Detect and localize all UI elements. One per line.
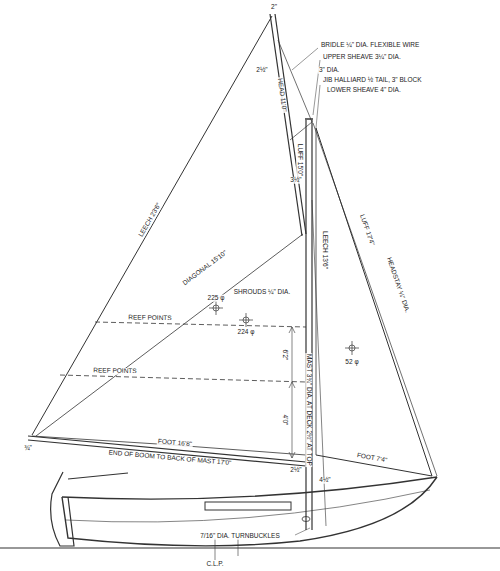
dimension-label: 4½"	[318, 477, 331, 484]
dimension-label: FOOT 16'8"	[157, 438, 194, 448]
dimension-label: ¾"	[23, 445, 33, 452]
dimension-label: LUFF 15'0"	[297, 143, 304, 177]
dimension-label: 2½"	[255, 67, 268, 74]
dimension-label: END OF BOOM TO BACK OF MAST 17'0"	[107, 449, 232, 466]
dimension-label: 2½"	[289, 467, 302, 474]
dimension-label: BRIDLE ¼" DIA. FLEXIBLE WIRE	[320, 42, 420, 49]
dimension-label: LEECH 13'6"	[322, 230, 329, 270]
dimension-label: REEF POINTS	[92, 367, 137, 374]
dimension-label: 6'2"	[282, 349, 289, 362]
dimension-label: SHROUDS ¼" DIA.	[233, 289, 292, 296]
dimension-label: 3" DIA.	[318, 67, 340, 74]
dimension-label: 7/16" DIA. TURNBUCKLES	[199, 533, 281, 540]
dimension-label: LOWER SHEAVE 4" DIA.	[326, 87, 402, 94]
dimension-label: 225 φ	[207, 295, 226, 302]
dimension-label: HEAD 11'0"	[276, 77, 287, 113]
dimension-label: 3½"	[289, 177, 302, 184]
dimension-label: 224 φ	[237, 329, 256, 336]
dimension-label: MAST 3¾" DIA. AT DECK 2½" AT TOP	[306, 353, 313, 467]
dimension-label: LEECH 23'6"	[137, 201, 163, 239]
dimension-label: 4'0"	[282, 414, 289, 427]
dimension-label: C.L.P.	[205, 561, 224, 568]
dimension-label: 2"	[270, 4, 278, 11]
dimension-label: DIAGONAL 15'10"	[181, 249, 229, 287]
dimension-label: JIB HALLIARD ½ TAIL, 3" BLOCK	[322, 77, 423, 84]
dimension-label: LUFF 17'4"	[358, 213, 375, 248]
dimension-label: 52 φ	[344, 359, 359, 366]
dimension-label: HEADSTAY ¼" DIA.	[385, 256, 411, 315]
dimension-label: FOOT 7'4"	[355, 452, 388, 464]
dimension-label: REEF POINTS	[127, 314, 172, 321]
dimension-label: UPPER SHEAVE 3¼" DIA.	[322, 54, 402, 61]
